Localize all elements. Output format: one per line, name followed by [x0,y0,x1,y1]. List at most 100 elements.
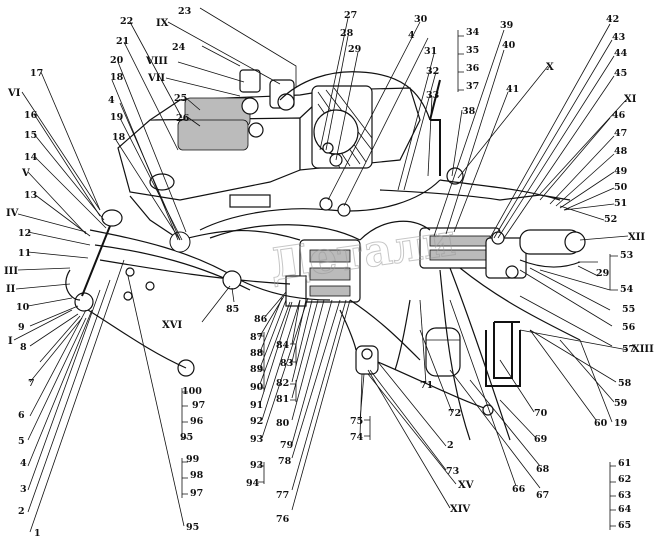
callout: 40 [502,40,516,51]
callout: 1 [34,528,41,539]
callout: 81 [276,394,289,405]
roman-callouts: I II III IV V VI VII VIII IX X XI XII XI… [4,18,654,515]
callout: 47 [614,128,627,139]
roman-callout: II [6,284,16,295]
callout: 93 [250,460,263,471]
callout: 11 [18,248,31,259]
callout: 71 [420,380,433,391]
callout: 4 [108,95,115,106]
callout: 97 [192,400,205,411]
callout: 67 [536,490,549,501]
callout: 68 [536,464,550,475]
callout: 100 [182,386,202,397]
roman-callout: XIII [632,344,654,355]
callout: 25 [174,93,187,104]
callout: 42 [606,14,619,25]
callout: 22 [120,16,133,27]
callout: 95 [180,432,193,443]
callout: 99 [186,454,200,465]
callout: 45 [614,68,627,79]
u-pipe [485,321,521,387]
leader-lines [13,7,629,533]
callout: 36 [466,63,480,74]
callout: 29 [596,268,610,279]
callout: 48 [614,146,628,157]
callout: 77 [276,490,289,501]
roman-callout: XVI [162,320,183,331]
callout: 60 [594,418,608,429]
hydraulic-cylinder [355,345,379,375]
callout: 31 [424,46,437,57]
watermark: Детали [267,215,459,291]
callout: 75 [350,416,363,427]
callout: 4 [408,30,415,41]
callout: 19 [614,418,628,429]
callout: 80 [276,418,290,429]
roman-callout: III [4,266,18,277]
callout: 61 [618,458,631,469]
callout: 58 [618,378,632,389]
filter-canister [425,327,461,377]
callout: 44 [614,48,628,59]
callout: 55 [622,304,635,315]
callout: 85 [226,304,239,315]
callout: 62 [618,474,631,485]
callout: 18 [110,72,124,83]
brackets [181,30,618,530]
callout: 92 [250,416,263,427]
roman-callout: V [21,168,30,179]
callout: 88 [250,348,264,359]
callout: 7 [28,378,35,389]
callout: 24 [172,42,186,53]
callout: 21 [116,36,129,47]
callout: 29 [348,44,362,55]
callout: 43 [612,32,625,43]
callout: 16 [24,110,38,121]
callout: 54 [620,284,634,295]
callout: 38 [462,106,476,117]
valve-block [285,239,361,307]
callout: 35 [466,45,479,56]
roman-callout: X [546,62,554,73]
callout: 20 [110,55,124,66]
callout: 15 [24,130,37,141]
callout: 12 [18,228,31,239]
radiator [311,85,373,169]
callout: 13 [24,190,37,201]
callout: 9 [18,322,25,333]
callout: 8 [20,342,27,353]
callout: 63 [618,490,631,501]
callout: 28 [340,28,354,39]
repeated-callouts: 95 97 93 4 18 4 2 29 19 [108,30,628,471]
callout: 97 [190,488,203,499]
callout: 10 [16,302,30,313]
hose-network [65,71,581,441]
callout: 46 [612,110,626,121]
callout: 65 [618,520,631,531]
callout: 74 [350,432,364,443]
pump-unit [177,69,295,151]
roman-callout: XI [624,94,637,105]
callout: 5 [18,436,25,447]
callout: 93 [250,434,263,445]
roman-callout: VI [7,88,21,99]
callout: 72 [448,408,461,419]
callout: 14 [24,152,38,163]
callout: 76 [276,514,290,525]
callout: 66 [512,484,526,495]
callout: 52 [604,214,617,225]
callout: 86 [254,314,268,325]
callout: 95 [186,522,199,533]
callout: 83 [280,358,293,369]
roman-callout: VIII [145,56,168,67]
callout: 94 [246,478,260,489]
callout: 33 [426,90,439,101]
callout: 2 [447,440,454,451]
callout: 91 [250,400,263,411]
callout: 51 [614,198,627,209]
roman-callout: IV [6,208,19,219]
callout: 56 [622,322,636,333]
callout: 53 [620,250,633,261]
roman-callout: XV [458,480,474,491]
